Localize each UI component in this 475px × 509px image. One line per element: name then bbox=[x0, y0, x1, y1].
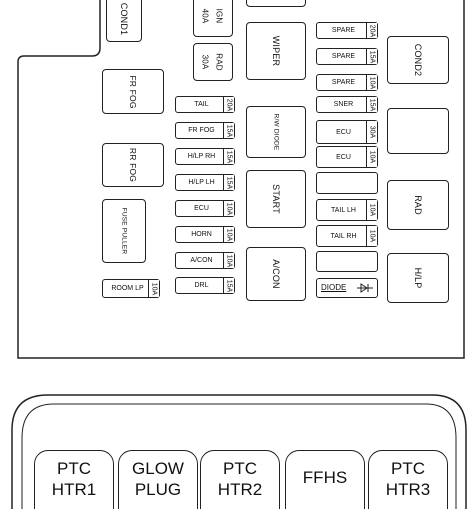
relay-rw-diode: R/W DIODE bbox=[246, 106, 306, 158]
relay-start: START bbox=[246, 170, 306, 228]
fuse-rad: RAD 30A bbox=[193, 43, 233, 81]
relay-wiper: WIPER bbox=[246, 22, 306, 80]
fuse-left-6: HORN 10A bbox=[175, 226, 235, 243]
bottom-box-ffhs: FFHS bbox=[285, 450, 365, 509]
relay-fr-fog-label: FR FOG bbox=[128, 74, 138, 109]
fuse-room-lp-amp: 10A bbox=[150, 282, 158, 295]
fuse-right-4: SNER 15A bbox=[316, 96, 378, 113]
fuse-right-2: SPARE 15A bbox=[316, 48, 378, 65]
relay-acon-label: A/CON bbox=[271, 259, 281, 289]
fuse-rad-label: RAD bbox=[214, 53, 224, 71]
relay-rad: RAD bbox=[387, 180, 449, 230]
diode-label: DIODE bbox=[321, 283, 347, 292]
fuse-right-1: SPARE 20A bbox=[316, 22, 378, 39]
relay-top-small bbox=[246, 0, 306, 7]
fuse-room-lp-label: ROOM LP bbox=[111, 285, 144, 292]
bottom-box-ptc-htr2: PTC HTR2 bbox=[200, 450, 280, 509]
fuse-right-blank-2 bbox=[316, 251, 378, 272]
fuse-right-6: ECU 10A bbox=[316, 146, 378, 168]
fuse-left-5: ECU 10A bbox=[175, 200, 235, 217]
relay-start-label: START bbox=[271, 184, 281, 214]
fuse-left-3: H/LP RH 15A bbox=[175, 148, 235, 165]
bottom-box-ptc-htr3: PTC HTR3 bbox=[368, 450, 448, 509]
relay-fr-fog: FR FOG bbox=[102, 69, 164, 114]
fuse-ign-amp: 40A bbox=[200, 8, 210, 24]
relay-right-blank bbox=[387, 108, 449, 154]
fuse-puller-label: FUSE PULLER bbox=[120, 207, 128, 255]
bottom-box-glow-plug: GLOW PLUG bbox=[118, 450, 198, 509]
fuse-left-7: A/CON 10A bbox=[175, 252, 235, 269]
relay-cond1: COND1 bbox=[106, 0, 142, 42]
fuse-ign: IGN 40A bbox=[193, 0, 233, 37]
diode-symbol-icon bbox=[357, 283, 373, 293]
relay-cond2-label: COND2 bbox=[413, 43, 423, 77]
fuse-left-1: TAIL 20A bbox=[175, 96, 235, 113]
relay-rad-label: RAD bbox=[413, 195, 423, 215]
fuse-puller: FUSE PULLER bbox=[102, 199, 146, 263]
fuse-right-8: TAIL RH 10A bbox=[316, 225, 378, 247]
relay-rr-fog: RR FOG bbox=[102, 143, 164, 187]
bottom-box-ptc-htr1: PTC HTR1 bbox=[34, 450, 114, 509]
diode: DIODE bbox=[316, 278, 378, 298]
relay-hlp: H/LP bbox=[387, 253, 449, 303]
fuse-right-5: ECU 30A bbox=[316, 120, 378, 144]
fuse-right-7: TAIL LH 10A bbox=[316, 199, 378, 221]
relay-cond1-label: COND1 bbox=[119, 2, 129, 35]
relay-rw-diode-label: R/W DIODE bbox=[272, 113, 280, 151]
fuse-left-8: DRL 15A bbox=[175, 277, 235, 294]
fuse-room-lp: ROOM LP 10A bbox=[102, 279, 160, 298]
fuse-rad-amp: 30A bbox=[200, 54, 210, 70]
relay-acon: A/CON bbox=[246, 247, 306, 301]
fuse-right-blank bbox=[316, 172, 378, 194]
fuse-left-2: FR FOG 15A bbox=[175, 122, 235, 139]
fuse-ign-label: IGN bbox=[214, 8, 224, 24]
fuse-right-3: SPARE 10A bbox=[316, 74, 378, 91]
relay-cond2: COND2 bbox=[387, 36, 449, 84]
relay-rr-fog-label: RR FOG bbox=[128, 147, 138, 183]
relay-hlp-label: H/LP bbox=[413, 267, 423, 289]
relay-wiper-label: WIPER bbox=[271, 35, 281, 67]
fuse-left-4: H/LP LH 15A bbox=[175, 174, 235, 191]
